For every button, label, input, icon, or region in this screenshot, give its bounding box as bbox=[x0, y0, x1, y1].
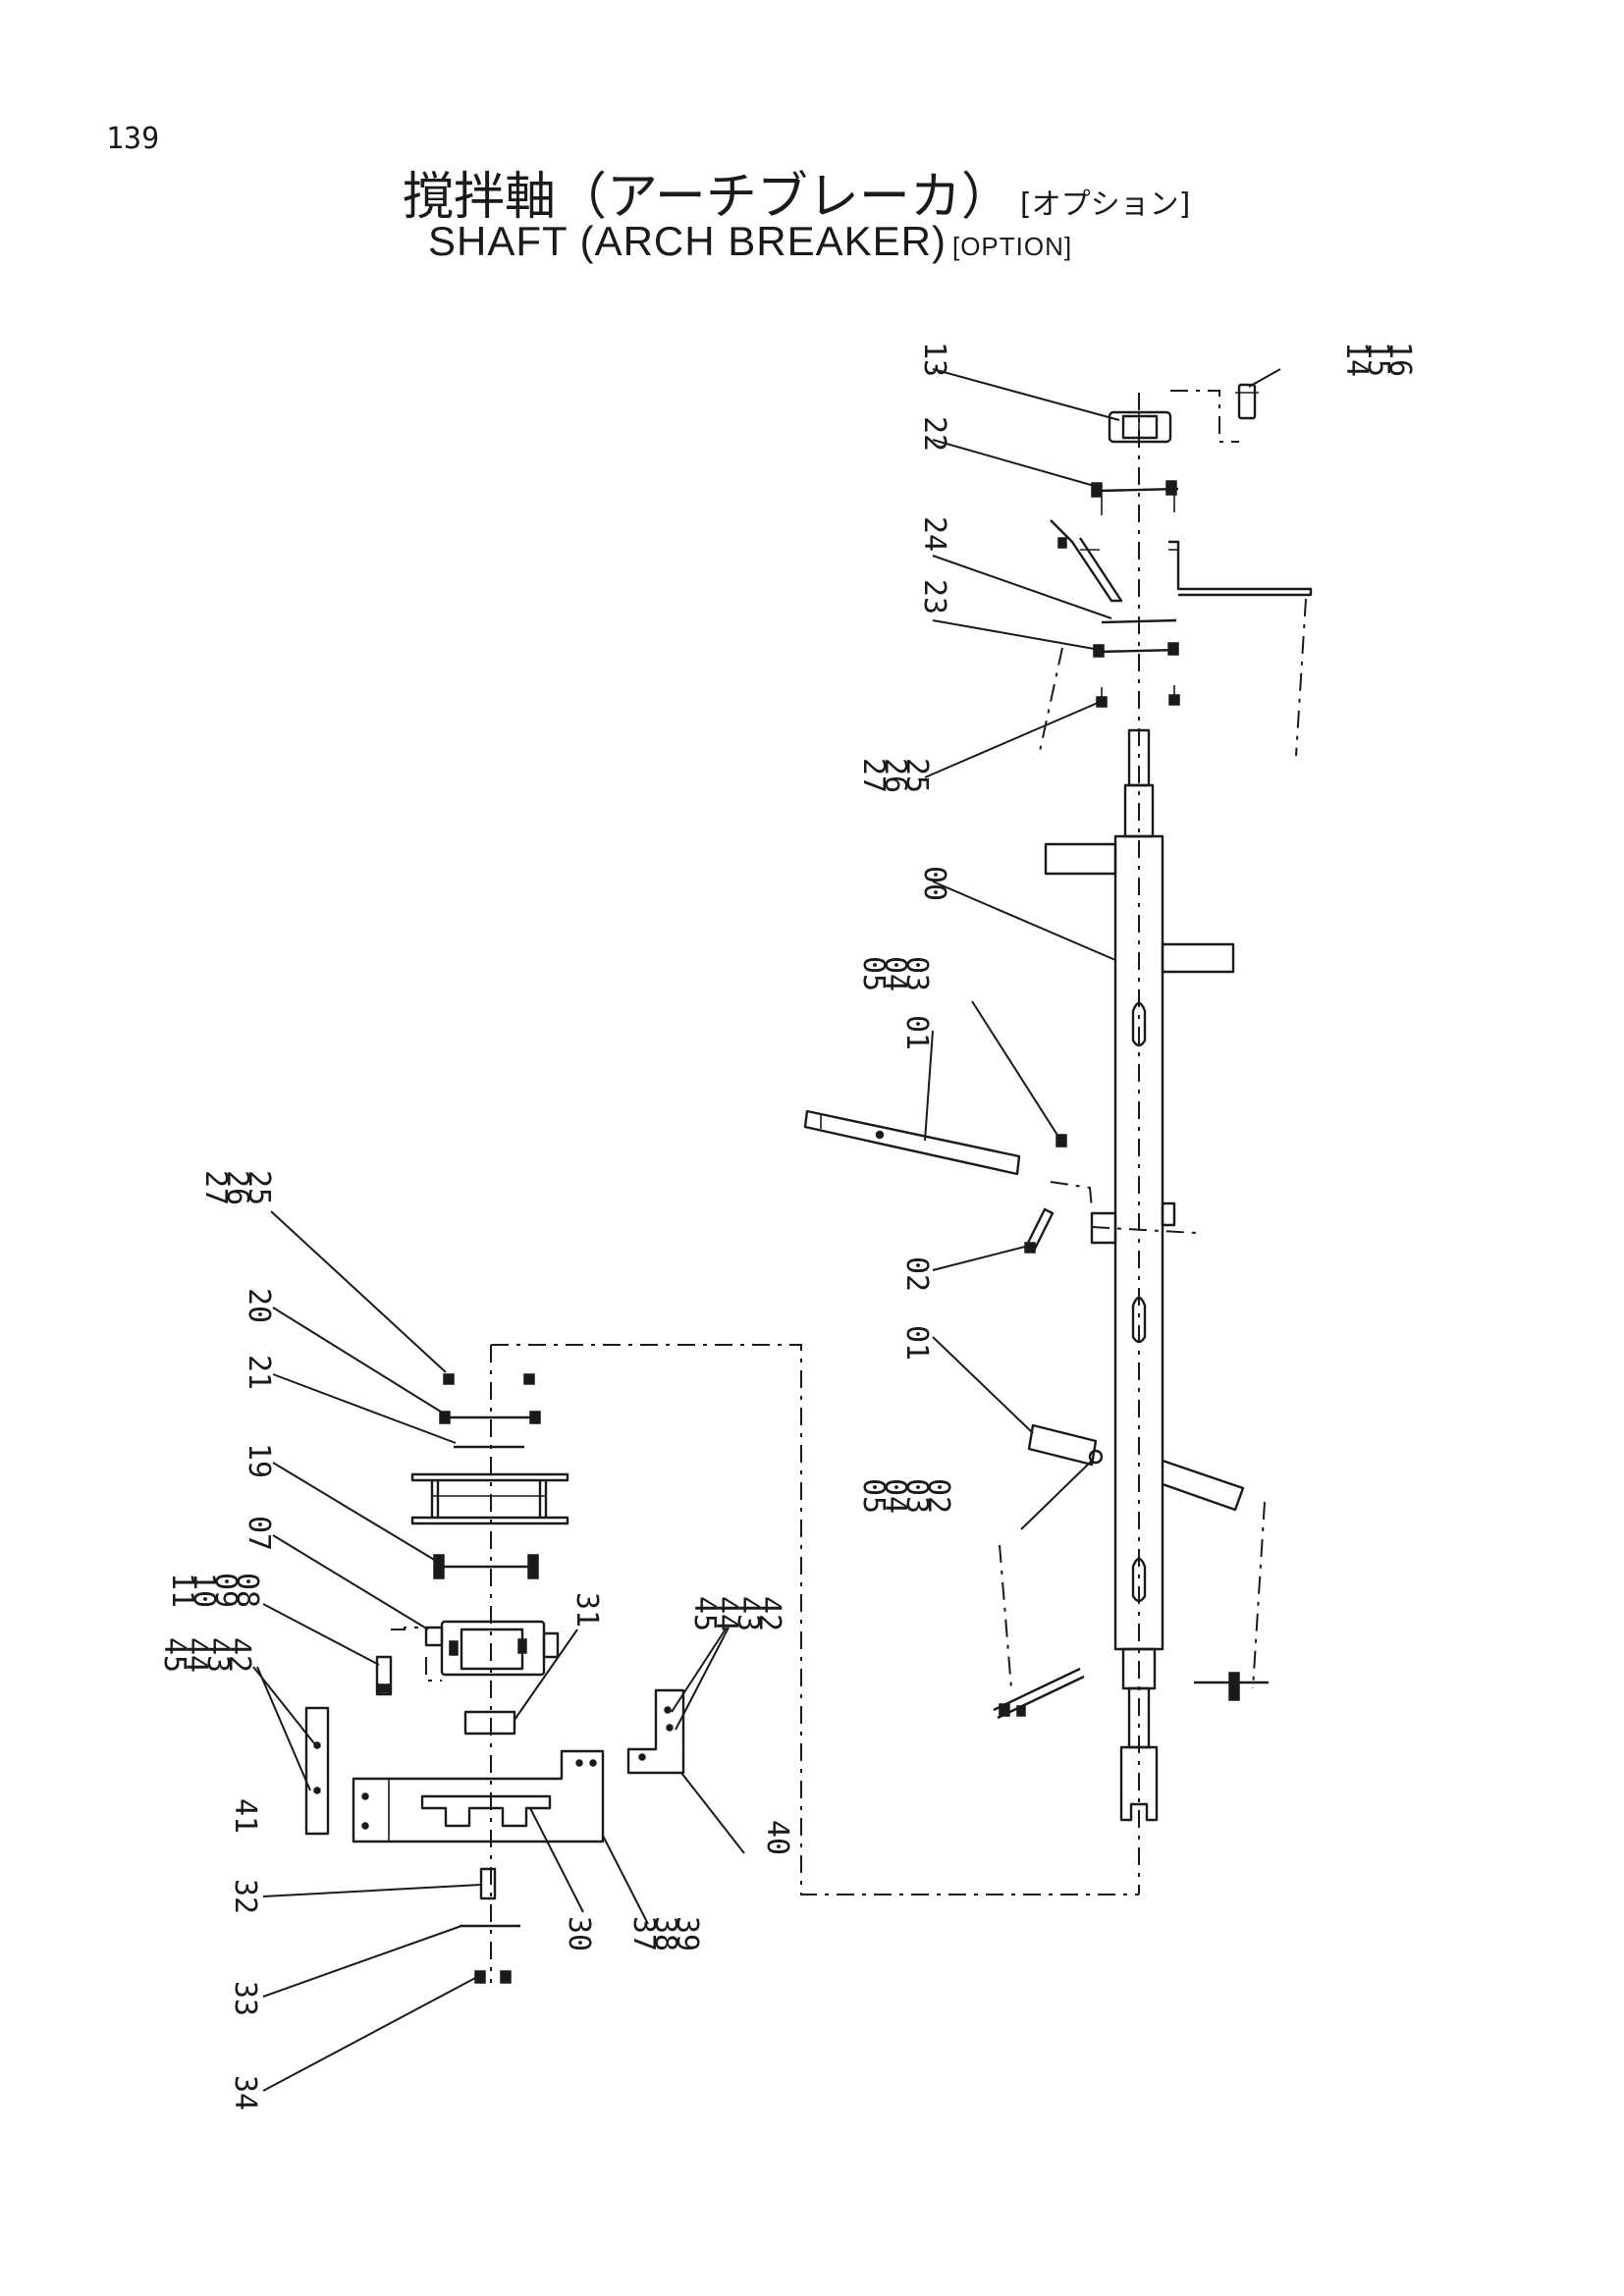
leader-lines bbox=[252, 368, 1281, 2092]
callout-37-line-1: 37 bbox=[626, 1916, 661, 1951]
callout-02b-line-1: 05 bbox=[856, 1478, 891, 1514]
callout-42r-line-4: 42 bbox=[752, 1596, 786, 1631]
part-14-bolt bbox=[1235, 383, 1259, 420]
part-20-plate bbox=[439, 1411, 541, 1424]
bearing-housing-frame bbox=[410, 1472, 569, 1525]
callout-20-line-1: 20 bbox=[242, 1288, 276, 1323]
part-00-shaft bbox=[1044, 728, 1235, 1822]
callout-42l-line-4: 42 bbox=[222, 1637, 256, 1673]
part-30-base-frame bbox=[352, 1749, 605, 1843]
upper-bracket bbox=[1050, 519, 1313, 603]
callout-42l-line-3: 43 bbox=[200, 1637, 235, 1673]
part-31-spacer bbox=[463, 1710, 516, 1735]
callout-03t-line-2: 04 bbox=[878, 956, 912, 991]
part-19-plate bbox=[433, 1554, 539, 1579]
callout-25l-line-3: 25 bbox=[242, 1170, 276, 1205]
title-english-text: SHAFT (ARCH BREAKER) bbox=[428, 218, 947, 264]
part-07-gearbox bbox=[424, 1620, 560, 1677]
callout-25l-line-1: 27 bbox=[198, 1170, 233, 1205]
title-english-tag: [OPTION] bbox=[951, 232, 1073, 261]
callout-02b-line-2: 04 bbox=[878, 1478, 912, 1514]
callout-02b-line-4: 02 bbox=[921, 1478, 955, 1514]
part-08-bolt bbox=[375, 1655, 393, 1696]
part-13-bearing-cap bbox=[1108, 410, 1172, 444]
callout-42r-line-3: 43 bbox=[731, 1596, 765, 1631]
callout-02-line-1: 02 bbox=[899, 1256, 934, 1292]
callout-labels: 13 14 15 16 22 24 23 27 26 25 00 05 04 0… bbox=[157, 342, 1417, 2110]
callout-23-line-1: 23 bbox=[917, 579, 951, 614]
callout-31-line-1: 31 bbox=[569, 1592, 604, 1628]
callout-25t-line-1: 27 bbox=[856, 758, 891, 793]
title-japanese-tag: [オプション] bbox=[1019, 187, 1191, 222]
callout-14-line-2: 15 bbox=[1361, 342, 1395, 377]
callout-14-line-1: 14 bbox=[1339, 342, 1374, 377]
part-01-lower-paddle bbox=[1027, 1423, 1245, 1512]
lower-right-hidden-line bbox=[1252, 1501, 1266, 1689]
callout-08-line-1: 11 bbox=[165, 1573, 199, 1608]
title-japanese: 撹拌軸（アーチブレーカ）[オプション] bbox=[403, 155, 1190, 229]
callout-03t-line-1: 05 bbox=[856, 956, 891, 991]
part-41-bracket bbox=[304, 1706, 330, 1836]
callout-08-line-4: 08 bbox=[230, 1573, 264, 1608]
callout-37-line-2: 38 bbox=[648, 1916, 682, 1951]
bolt-hidden-line bbox=[1170, 390, 1239, 443]
callout-08-line-2: 10 bbox=[187, 1573, 221, 1608]
connection-hidden-line bbox=[491, 1344, 1139, 1896]
part-34-bolts bbox=[474, 1970, 512, 1984]
title-japanese-text: 撹拌軸（アーチブレーカ） bbox=[403, 168, 1012, 227]
callout-13-line-1: 13 bbox=[917, 342, 951, 377]
bracket-hidden-line bbox=[1295, 598, 1307, 757]
callout-42l-line-2: 44 bbox=[179, 1637, 213, 1673]
part-23-plate bbox=[1093, 642, 1179, 658]
callout-32-line-1: 32 bbox=[228, 1879, 262, 1914]
callout-40-line-1: 40 bbox=[760, 1820, 794, 1855]
callout-24-line-1: 24 bbox=[917, 516, 951, 552]
part-40-bracket bbox=[626, 1688, 685, 1775]
page-number: 139 bbox=[106, 122, 160, 156]
callout-42l-line-1: 45 bbox=[157, 1637, 191, 1673]
callout-03t-line-3: 03 bbox=[899, 956, 934, 991]
bolt-08-hidden-line bbox=[391, 1627, 442, 1682]
paddle-hidden-line bbox=[1050, 1181, 1093, 1210]
part-03-bolt bbox=[1056, 1134, 1067, 1148]
callout-42r-line-2: 44 bbox=[709, 1596, 743, 1631]
callout-25l-line-2: 26 bbox=[220, 1170, 254, 1205]
callout-42r-line-1: 45 bbox=[687, 1596, 722, 1631]
callout-19-line-1: 19 bbox=[242, 1443, 276, 1478]
drive-bearing-assembly bbox=[304, 1344, 1139, 1984]
callout-25t-line-3: 25 bbox=[899, 758, 934, 793]
callout-08-line-3: 09 bbox=[208, 1573, 243, 1608]
callout-07-line-1: 07 bbox=[242, 1516, 276, 1551]
title-english: SHAFT (ARCH BREAKER)[OPTION] bbox=[428, 218, 1072, 265]
part-24-washer bbox=[1101, 618, 1177, 624]
callout-22-line-1: 22 bbox=[917, 416, 951, 452]
lower-right-arm bbox=[1194, 1672, 1269, 1701]
callout-01m-line-1: 01 bbox=[899, 1325, 934, 1361]
callout-00-line-1: 00 bbox=[917, 866, 951, 901]
callout-41-line-1: 41 bbox=[228, 1798, 262, 1834]
part-02-pin bbox=[1024, 1207, 1055, 1254]
callout-25t-line-2: 26 bbox=[878, 758, 912, 793]
part-01-upper-paddle bbox=[803, 1109, 1021, 1176]
part-25-nut-left bbox=[443, 1373, 455, 1385]
callout-33-line-1: 33 bbox=[228, 1981, 262, 2016]
main-shaft-assembly bbox=[803, 383, 1313, 1895]
lower-left-hidden-line bbox=[999, 1544, 1012, 1689]
part-32-key bbox=[479, 1867, 497, 1900]
callout-14-line-3: 16 bbox=[1382, 342, 1417, 377]
callout-30-line-1: 30 bbox=[562, 1916, 596, 1951]
callout-37-line-3: 39 bbox=[670, 1916, 704, 1951]
lower-left-arm bbox=[993, 1667, 1085, 1720]
part-25-nuts bbox=[1096, 685, 1180, 708]
part-25-nut-right bbox=[523, 1373, 535, 1385]
callout-21-line-1: 21 bbox=[242, 1355, 276, 1390]
callout-01t-line-1: 01 bbox=[899, 1015, 934, 1050]
callout-02b-line-3: 03 bbox=[899, 1478, 934, 1514]
cross-hidden-line bbox=[1091, 1226, 1197, 1234]
callout-34-line-1: 34 bbox=[228, 2075, 262, 2110]
left-hidden-line bbox=[1038, 647, 1063, 757]
part-22-plate bbox=[1091, 480, 1179, 515]
